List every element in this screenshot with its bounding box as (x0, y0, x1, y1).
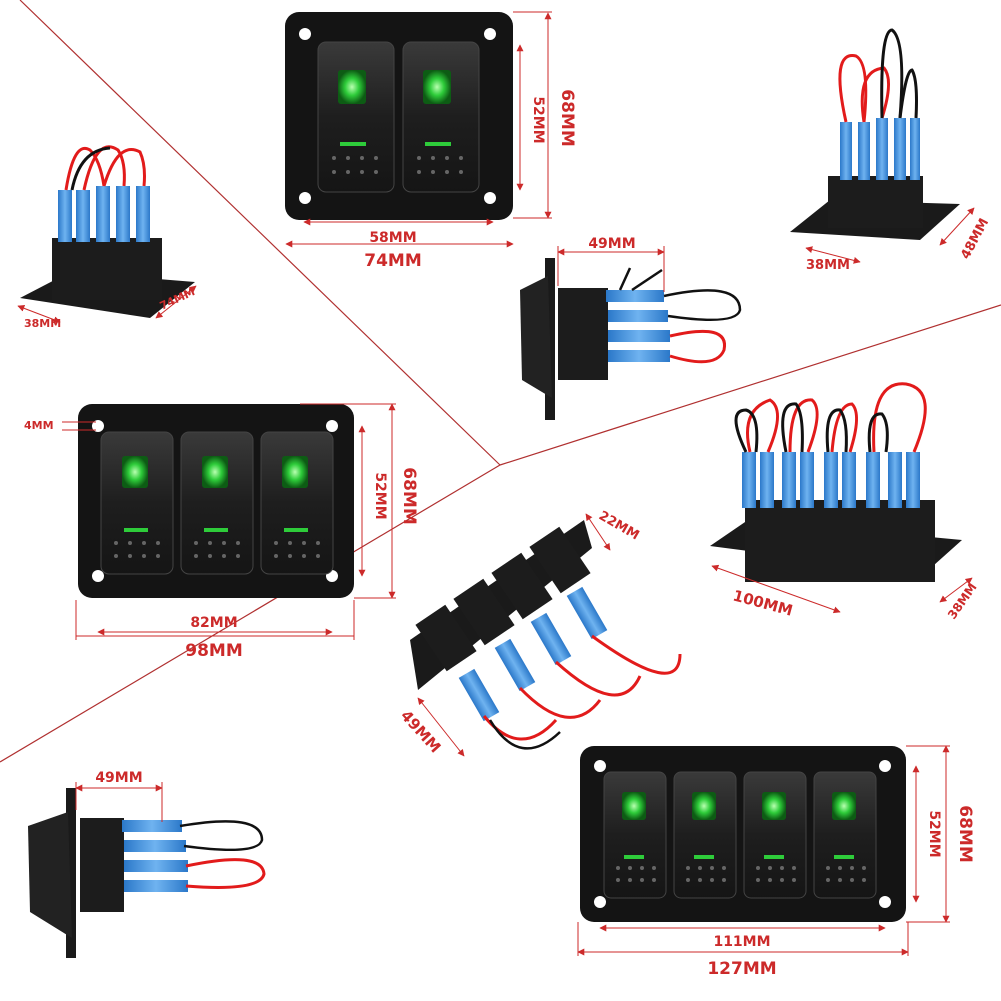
panel-4gang-angled (410, 520, 682, 750)
rocker-switch (180, 431, 254, 575)
rocker-switch (100, 431, 174, 575)
dimension-lines-2gang (285, 11, 552, 248)
dim-4gang-switch-height: 52MM (926, 810, 942, 857)
dim-angled-switch-depth: 22MM (596, 508, 642, 543)
panel-3gang-front (78, 404, 354, 598)
panel-4gang-back (710, 382, 962, 582)
panel-side-small (520, 258, 742, 420)
dim-4gang-back-depth: 38MM (945, 580, 980, 621)
dim-4gang-plate-height: 68MM (955, 805, 975, 863)
dim-side-large-depth: 49MM (95, 770, 142, 786)
dimension-lines-2gang-iso (17, 285, 197, 324)
dimension-lines-2gang-back (805, 207, 975, 264)
dim-4gang-hole-width: 111MM (713, 934, 770, 950)
dim-3gang-hole-width: 82MM (190, 615, 237, 631)
dim-4gang-back-width: 100MM (731, 586, 795, 619)
dimension-lines-3gang (62, 403, 396, 640)
dim-hole-width: 58MM (369, 230, 416, 246)
dim-angled-depth: 49MM (397, 707, 444, 757)
rocker-switch (402, 41, 480, 193)
dimension-lines-side-large (75, 782, 163, 822)
rocker-switch (813, 771, 877, 899)
rocker-switch (317, 41, 395, 193)
dim-3gang-switch-height: 52MM (372, 472, 388, 519)
rocker-switch (743, 771, 807, 899)
panel-4gang-front (580, 746, 906, 922)
dim-mount-offset: 4MM (24, 419, 54, 432)
rocker-switch (673, 771, 737, 899)
dim-4gang-plate-width: 127MM (707, 959, 776, 979)
dimension-lines-4gang-angled (417, 513, 611, 757)
dimension-lines-4gang-back (711, 564, 973, 614)
divider-lines (0, 0, 1001, 763)
dim-side-small-depth: 49MM (588, 236, 635, 252)
panel-2gang-front (285, 12, 513, 220)
dim-switch-height: 52MM (530, 96, 546, 143)
dim-back-depth: 38MM (806, 258, 850, 273)
panel-2gang-back (790, 28, 960, 240)
dimension-lines-4gang (577, 745, 950, 956)
dimension-lines-side-small (557, 246, 665, 292)
panel-side-large (28, 788, 266, 958)
dim-back-height: 48MM (958, 216, 992, 262)
dim-3gang-plate-width: 98MM (185, 641, 243, 661)
rocker-switch (603, 771, 667, 899)
rocker-switch (260, 431, 334, 575)
dim-3gang-plate-height: 68MM (399, 467, 419, 525)
panel-2gang-iso (20, 145, 195, 318)
dim-iso-depth: 38MM (24, 317, 61, 330)
dim-plate-width: 74MM (364, 251, 422, 271)
dim-plate-height: 68MM (557, 89, 577, 147)
